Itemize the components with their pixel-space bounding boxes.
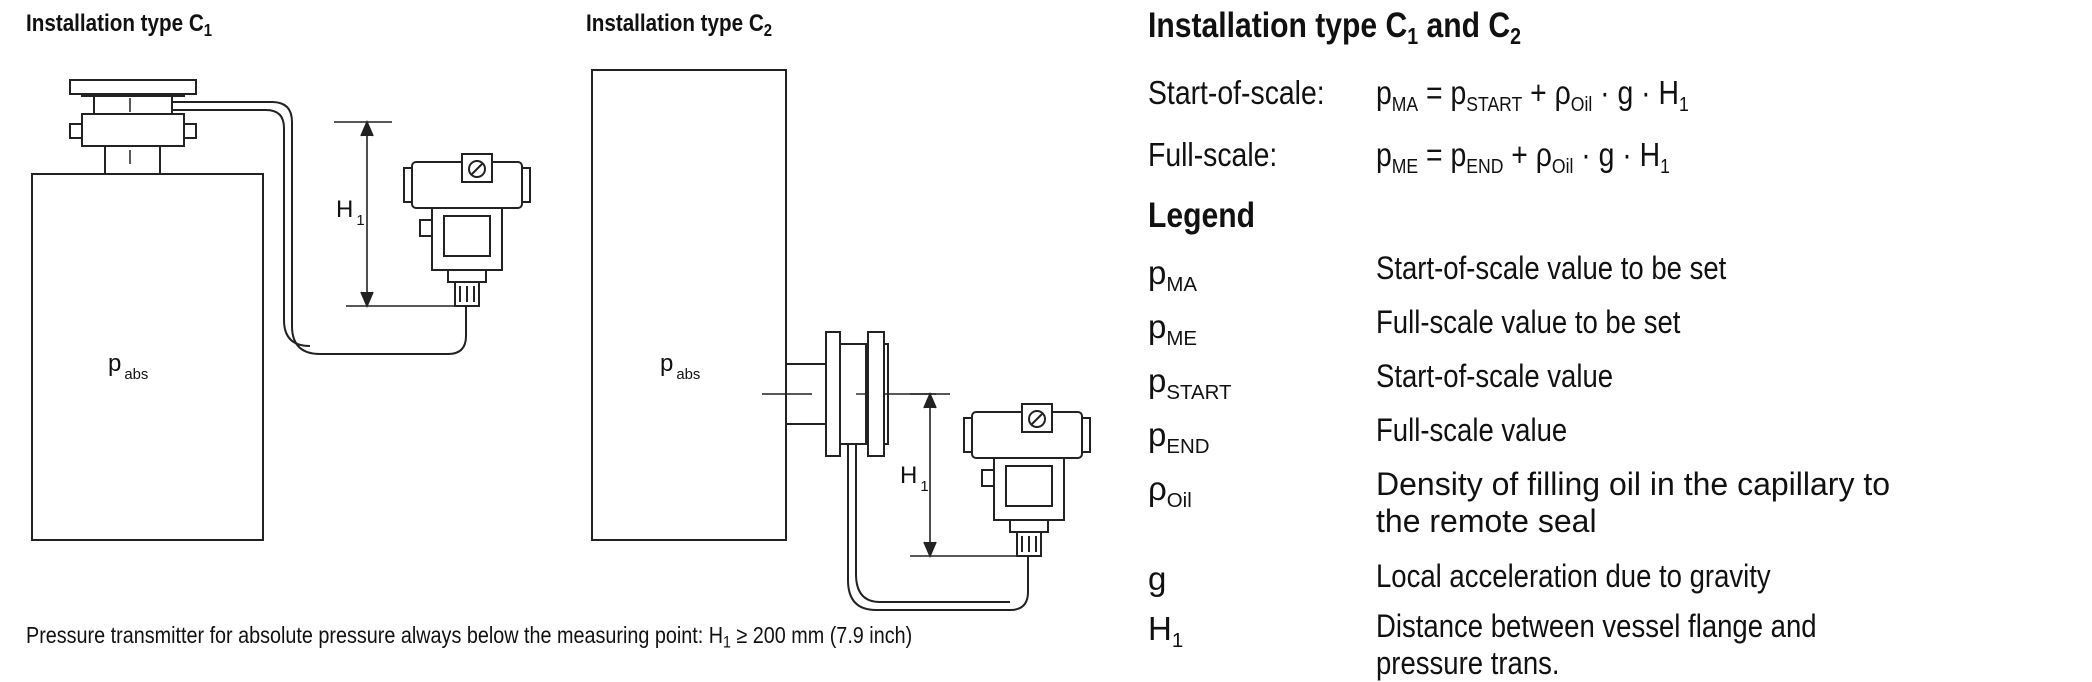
equation-start: pMA = pSTART + ρOil · g · H1	[1376, 74, 1689, 117]
diagram-c2-vessel	[591, 69, 936, 541]
diagram-caption: Pressure transmitter for absolute pressu…	[26, 622, 913, 652]
equation-start-label: Start-of-scale:	[1148, 74, 1325, 111]
equation-full: pME = pEND + ρOil · g · H1	[1376, 136, 1670, 179]
legend-title: Legend	[1148, 196, 1256, 235]
legend-desc-h1: Distance between vessel flange and press…	[1376, 608, 1817, 681]
legend-symbol-h1: H1	[1148, 610, 1184, 653]
diagram-c2-transmitter	[963, 403, 1091, 557]
diagram-c2-h1-dimension	[910, 391, 1028, 559]
legend-desc-pme: Full-scale value to be set	[1376, 304, 1681, 340]
diagram-c2-title: Installation type C2	[586, 10, 773, 40]
legend-symbol-rhooil: ρOil	[1148, 470, 1192, 513]
page-title: Installation type C1 and C2	[1148, 6, 1521, 49]
legend-symbol-g: g	[1148, 560, 1167, 597]
legend-desc-rhooil: Density of filling oil in the capillary …	[1376, 466, 1891, 539]
legend-symbol-pstart: pSTART	[1148, 362, 1232, 405]
equation-full-label: Full-scale:	[1148, 136, 1278, 173]
legend-symbol-pend: pEND	[1148, 416, 1210, 459]
legend-desc-g: Local acceleration due to gravity	[1376, 558, 1771, 594]
legend-desc-pstart: Start-of-scale value	[1376, 358, 1614, 394]
diagram-c1-capillary	[172, 101, 467, 355]
legend-desc-pend: Full-scale value	[1376, 412, 1568, 448]
diagram-c2-capillary	[847, 444, 1029, 611]
diagram-c1-title: Installation type C1	[26, 10, 213, 40]
legend-symbol-pma: pMA	[1148, 254, 1198, 297]
diagram-c1-vessel	[31, 79, 264, 541]
diagram-c1-transmitter	[403, 153, 531, 307]
legend-symbol-pme: pME	[1148, 308, 1198, 351]
legend-desc-pma: Start-of-scale value to be set	[1376, 250, 1727, 286]
diagram-c1-h1-dimension	[334, 119, 466, 309]
installation-diagrams	[31, 69, 1091, 611]
